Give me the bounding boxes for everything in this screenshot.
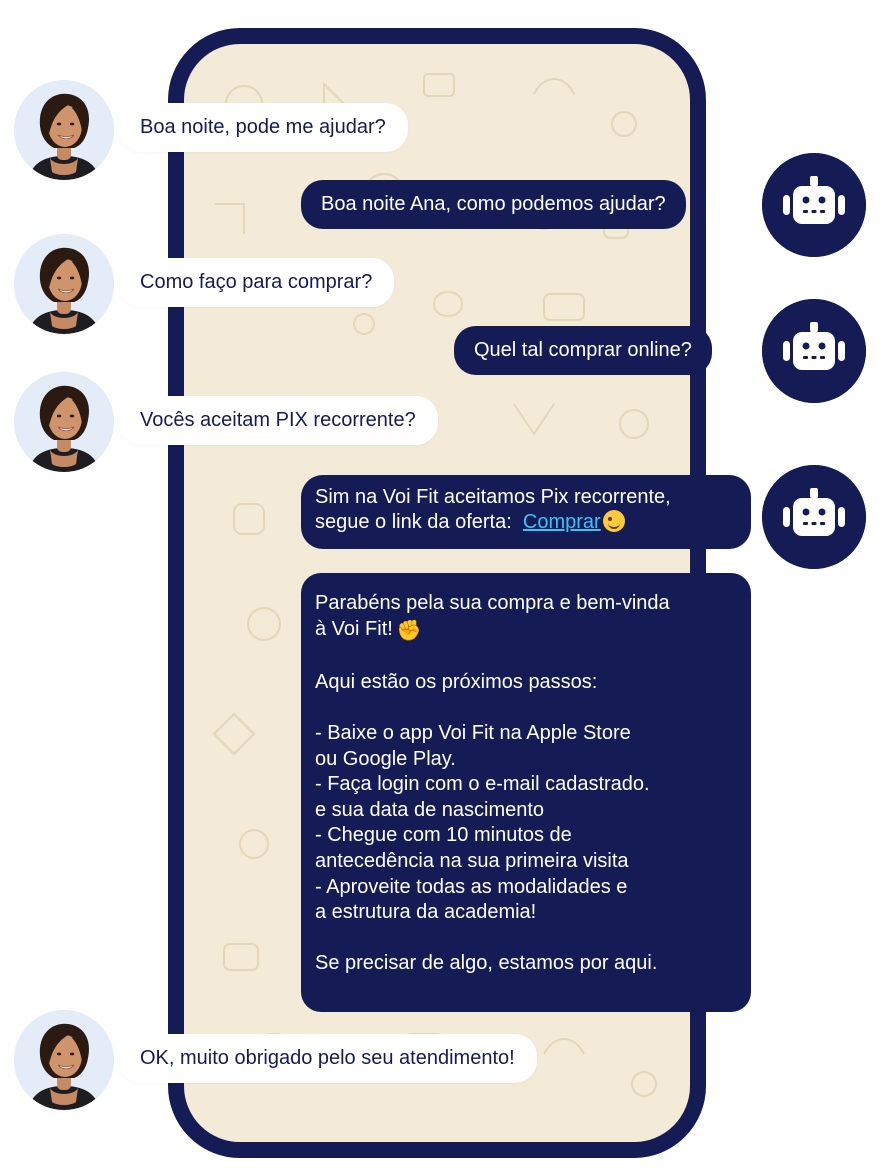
- message-text: Como faço para comprar?: [140, 271, 373, 293]
- robot-icon: [762, 299, 866, 403]
- bot-message-2: Quel tal comprar online?: [454, 326, 712, 375]
- bot-message-4: Parabéns pela sua compra e bem-vinda à V…: [301, 573, 751, 1012]
- bot-message-3: Sim na Voi Fit aceitamos Pix recorrente,…: [301, 475, 751, 549]
- message-line: Se precisar de algo, estamos por aqui.: [315, 952, 658, 975]
- user-avatar: [14, 372, 114, 472]
- message-line: antecedência na sua primeira visita: [315, 849, 629, 872]
- buy-link[interactable]: Comprar: [522, 511, 601, 533]
- message-text: Boa noite, pode me ajudar?: [140, 116, 386, 138]
- message-line: - Baixe o app Voi Fit na Apple Store: [315, 721, 631, 744]
- message-text: OK, muito obrigado pelo seu atendimento!: [140, 1047, 515, 1069]
- message-line: a estrutura da academia!: [315, 901, 537, 924]
- message-line: segue o link da oferta: Comprar: [315, 510, 737, 535]
- user-message-4: OK, muito obrigado pelo seu atendimento!: [118, 1034, 537, 1083]
- bot-avatar: [762, 299, 866, 403]
- message-line: Aqui estão os próximos passos:: [315, 670, 598, 693]
- robot-icon: [762, 465, 866, 569]
- message-line: à Voi Fit!✊: [315, 617, 737, 645]
- message-gap: [315, 644, 737, 670]
- bot-message-1: Boa noite Ana, como podemos ajudar?: [301, 180, 686, 229]
- user-message-3: Vocês aceitam PIX recorrente?: [118, 396, 438, 445]
- bot-avatar: [762, 465, 866, 569]
- message-line: - Faça login com o e-mail cadastrado.: [315, 773, 650, 796]
- message-line: Parabéns pela sua compra e bem-vinda: [315, 592, 670, 614]
- user-avatar: [14, 1010, 114, 1110]
- user-message-1: Boa noite, pode me ajudar?: [118, 103, 408, 152]
- winking-face-icon: [602, 510, 625, 532]
- message-line: e sua data de nascimento: [315, 798, 545, 821]
- flexed-biceps-icon: ✊: [396, 619, 422, 642]
- woman-avatar-icon: [14, 234, 114, 334]
- woman-avatar-icon: [14, 80, 114, 180]
- message-line: Sim na Voi Fit aceitamos Pix recorrente,: [315, 486, 671, 508]
- robot-icon: [762, 153, 866, 257]
- message-gap: [315, 695, 737, 721]
- message-text: Quel tal comprar online?: [474, 339, 692, 361]
- message-line: ou Google Play.: [315, 747, 456, 770]
- user-message-2: Como faço para comprar?: [118, 258, 395, 307]
- woman-avatar-icon: [14, 1010, 114, 1110]
- user-avatar: [14, 234, 114, 334]
- message-gap: [315, 926, 737, 952]
- bot-avatar: [762, 153, 866, 257]
- message-text: segue o link da oferta:: [315, 511, 512, 533]
- message-line: - Aproveite todas as modalidades e: [315, 875, 628, 898]
- user-avatar: [14, 80, 114, 180]
- woman-avatar-icon: [14, 372, 114, 472]
- message-text: Vocês aceitam PIX recorrente?: [140, 409, 416, 431]
- message-line: - Chegue com 10 minutos de: [315, 824, 572, 847]
- message-text: à Voi Fit!: [315, 617, 393, 640]
- message-text: Boa noite Ana, como podemos ajudar?: [321, 193, 666, 215]
